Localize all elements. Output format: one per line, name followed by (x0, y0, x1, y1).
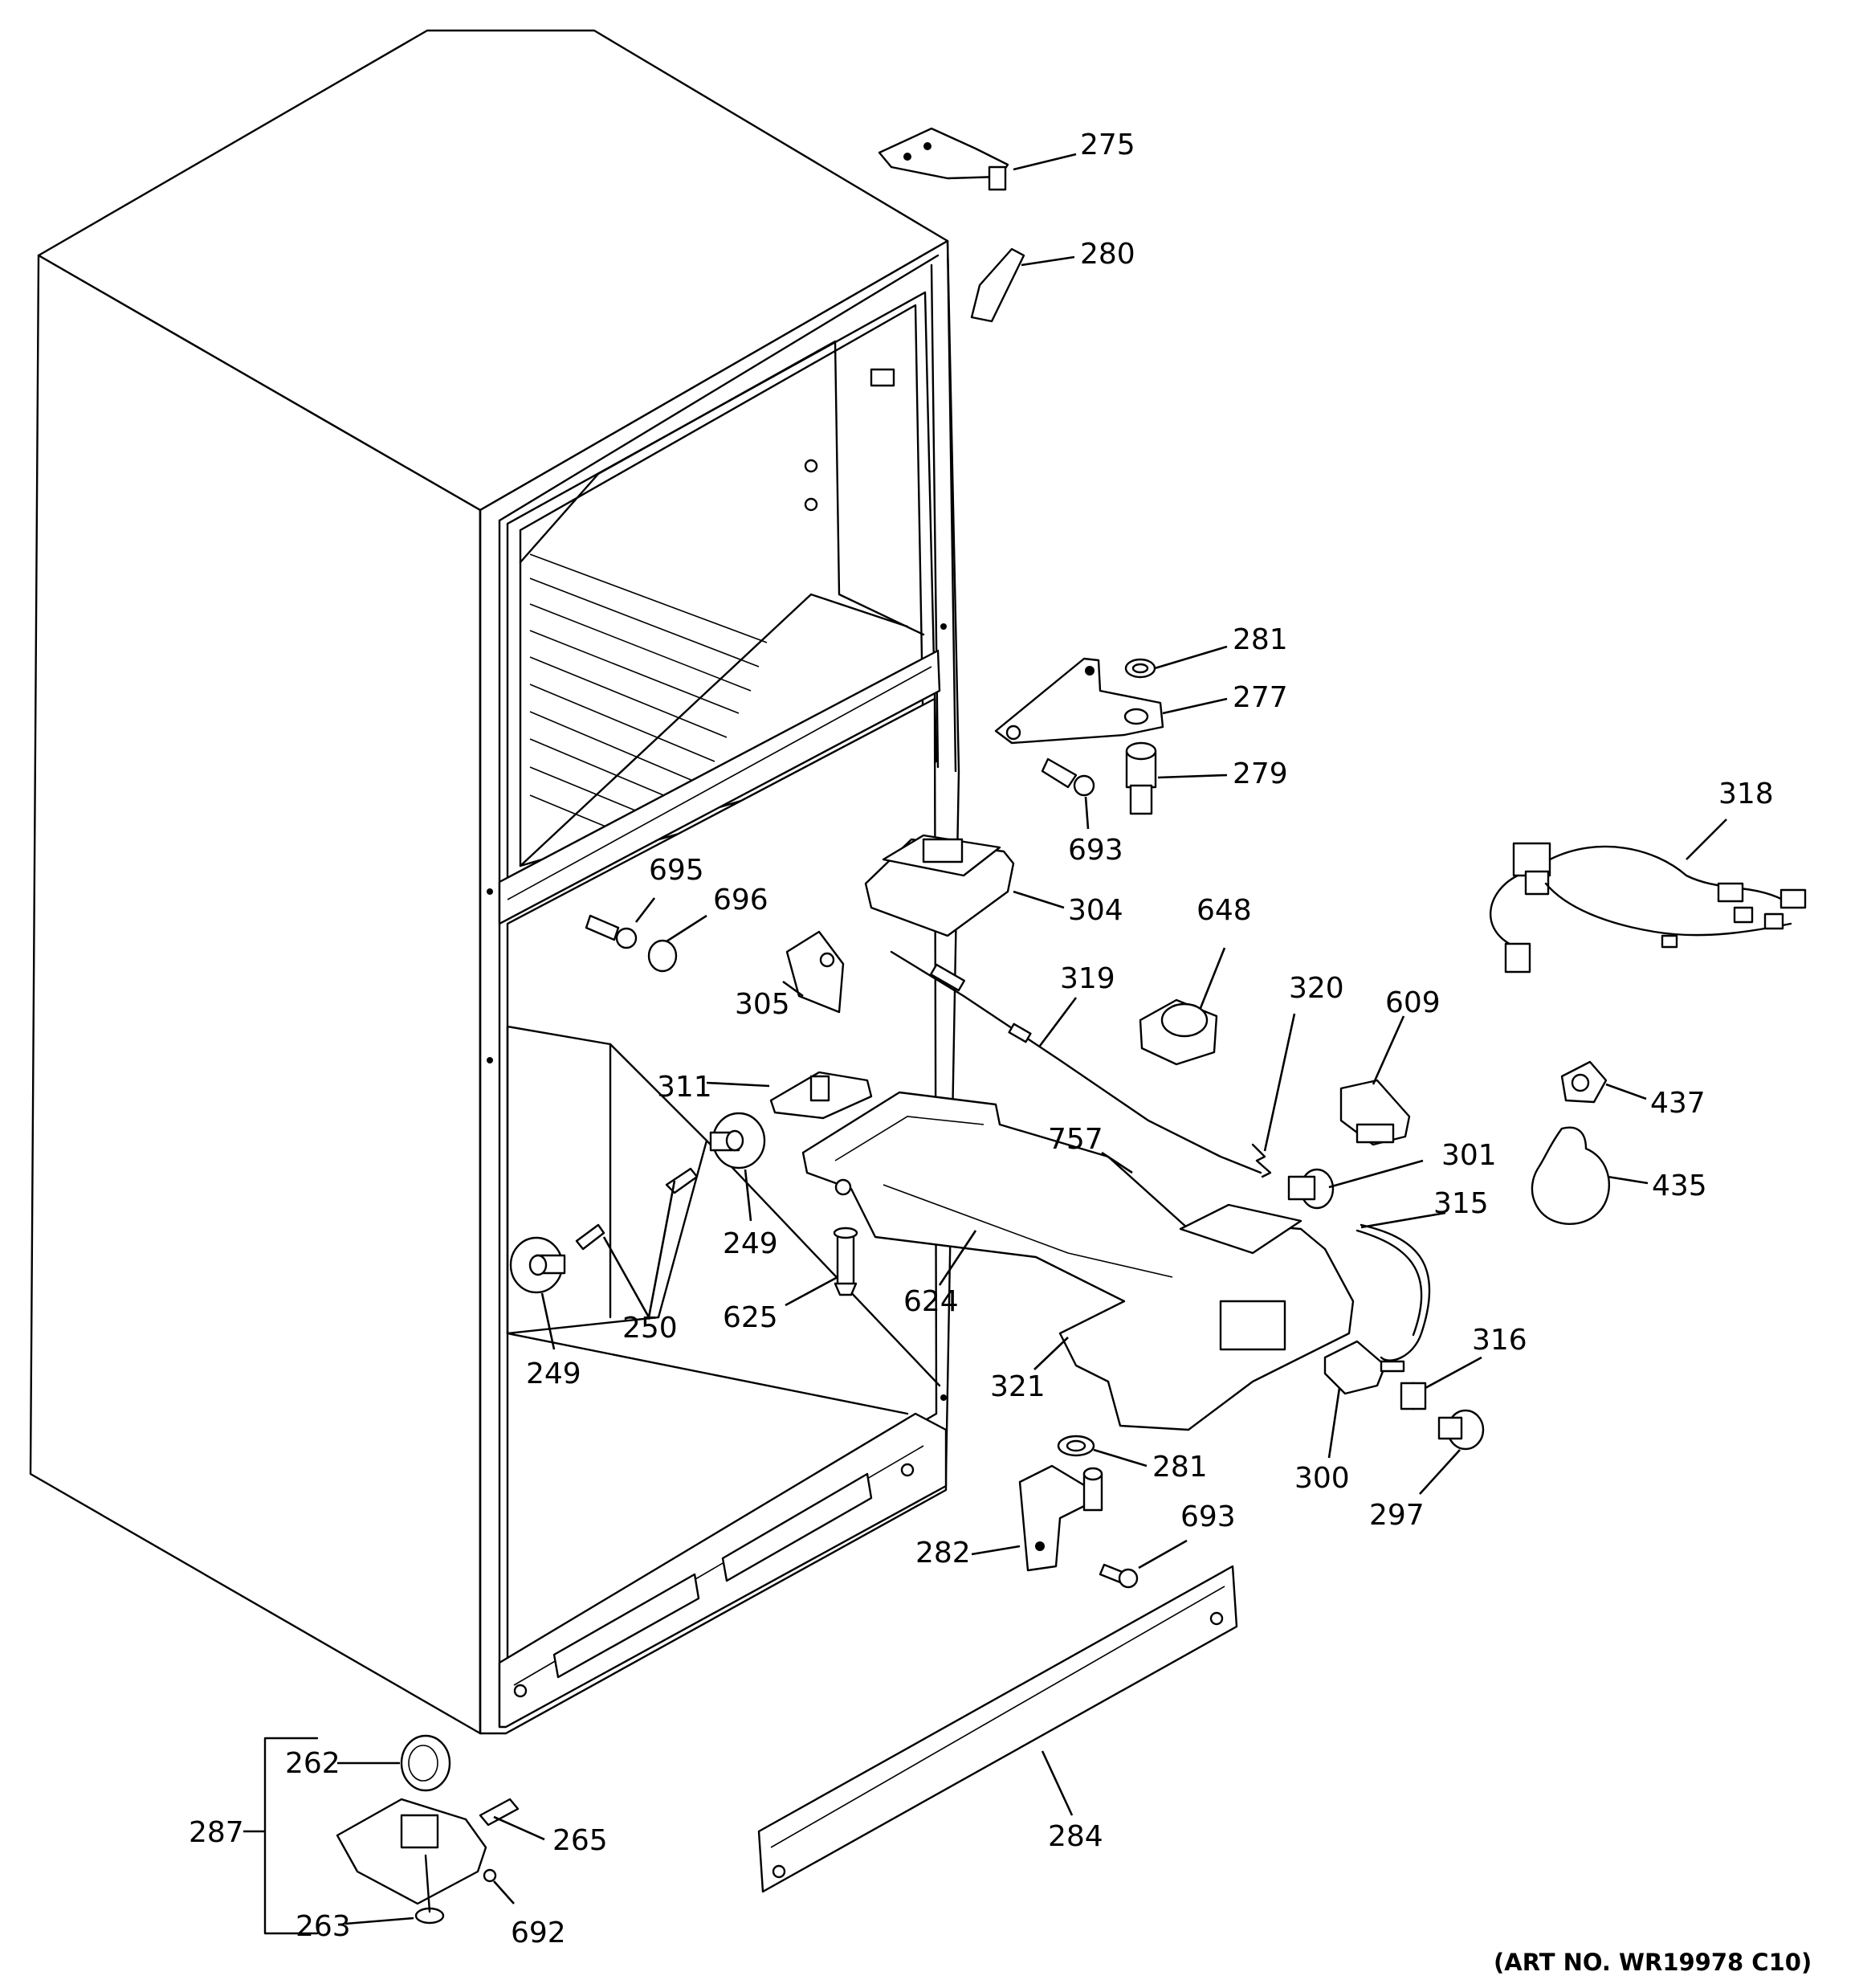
callout-280: 280 (1080, 238, 1135, 271)
callout-321: 321 (990, 1370, 1046, 1403)
control-housing (864, 834, 1015, 937)
hinge-washer-upper (1124, 658, 1156, 679)
toe-grille (757, 1565, 1238, 1893)
bumper-625 (833, 1227, 858, 1296)
callout-757: 757 (1048, 1123, 1103, 1156)
callout-609: 609 (1385, 986, 1441, 1019)
fan-grommet-lower-249 (509, 1236, 566, 1294)
hinge-shim (970, 247, 1025, 323)
callout-250: 250 (622, 1312, 678, 1345)
callout-693-upper: 693 (1068, 834, 1123, 867)
evaporator-tray (801, 1091, 1355, 1431)
callout-275: 275 (1080, 129, 1135, 161)
lower-hinge (1018, 1464, 1103, 1572)
control-knob-301 (1287, 1168, 1335, 1210)
callout-437: 437 (1650, 1087, 1706, 1120)
control-bracket-311 (769, 1071, 873, 1120)
callout-284: 284 (1048, 1820, 1103, 1853)
damper-cover (785, 930, 845, 1014)
callout-300: 300 (1294, 1462, 1350, 1495)
upper-hinge (878, 127, 1009, 191)
capillary-tube (890, 950, 1262, 1174)
hinge-washer-lower (1057, 1435, 1095, 1457)
callout-282: 282 (915, 1537, 971, 1570)
callout-318: 318 (1718, 778, 1774, 810)
callout-297: 297 (1369, 1499, 1425, 1532)
light-bulb (1531, 1126, 1610, 1225)
callout-320: 320 (1289, 972, 1344, 1005)
callout-265: 265 (552, 1824, 608, 1857)
callout-624: 624 (903, 1285, 959, 1318)
callout-696: 696 (713, 884, 768, 916)
callout-249-lower: 249 (526, 1357, 581, 1390)
callout-305: 305 (735, 988, 790, 1021)
roller-kit (243, 1734, 520, 1935)
knob-297 (1437, 1409, 1485, 1451)
callout-labels: 275 280 281 277 279 693 318 695 696 304 … (189, 129, 1812, 1976)
hinge-screw-upper (1041, 757, 1095, 797)
callout-692: 692 (511, 1917, 566, 1949)
callout-287: 287 (189, 1816, 244, 1849)
art-number: (ART NO. WR19978 C10) (1494, 1949, 1812, 1976)
callout-301: 301 (1441, 1139, 1497, 1172)
callout-625: 625 (723, 1301, 778, 1334)
spacer-316 (1400, 1382, 1427, 1410)
center-hinge (994, 657, 1164, 745)
callout-435: 435 (1652, 1170, 1707, 1202)
callout-695: 695 (649, 854, 704, 887)
plug-696 (647, 939, 678, 973)
callout-279: 279 (1233, 757, 1288, 790)
callout-249-upper: 249 (723, 1227, 778, 1260)
callout-315: 315 (1433, 1187, 1489, 1220)
callout-648: 648 (1196, 894, 1252, 927)
callout-311: 311 (657, 1071, 712, 1104)
light-socket (1560, 1060, 1608, 1104)
callout-leaders (337, 153, 1727, 1925)
callout-304: 304 (1068, 894, 1123, 927)
callout-277: 277 (1233, 681, 1288, 714)
switch-609 (1339, 1079, 1411, 1146)
screw-695 (585, 914, 638, 949)
spring-320 (1251, 1143, 1272, 1178)
thermostat-300 (1323, 1340, 1405, 1395)
hinge-pin (1125, 741, 1157, 815)
freezer-shelf-ribs (529, 553, 768, 843)
screw-lower-693 (1099, 1563, 1139, 1589)
callout-693-lower: 693 (1180, 1500, 1236, 1533)
callout-262: 262 (285, 1747, 340, 1780)
fan-grommet-upper-249 (709, 1112, 766, 1170)
probe-315 (1355, 1223, 1431, 1361)
callout-319: 319 (1060, 962, 1115, 995)
callout-316: 316 (1472, 1324, 1527, 1357)
callout-263: 263 (296, 1910, 351, 1943)
thermostat-648 (1139, 998, 1218, 1066)
wire-harness (1489, 842, 1807, 974)
callout-281-lower: 281 (1152, 1451, 1208, 1484)
callout-281-upper: 281 (1233, 623, 1288, 656)
refrigerator-cabinet (29, 29, 960, 1735)
